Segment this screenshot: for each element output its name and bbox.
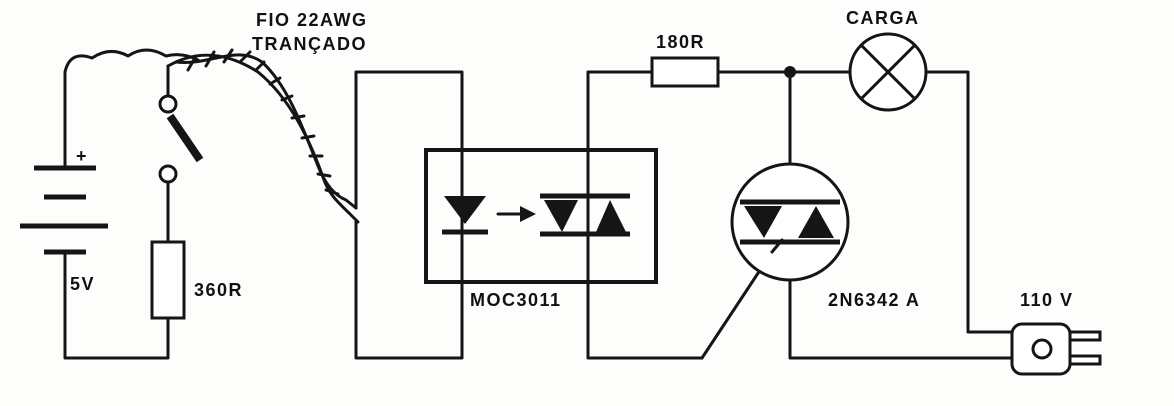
optocoupler-box <box>424 148 658 284</box>
lamp-icon <box>848 32 928 112</box>
battery-plus-label: + <box>76 146 88 166</box>
battery <box>20 165 108 255</box>
twisted-pair-wire <box>166 48 360 224</box>
junction-dot <box>784 66 796 78</box>
triac-icon <box>730 162 850 282</box>
opto-triac-icon <box>540 193 630 237</box>
resistor-180r <box>650 56 720 88</box>
battery-voltage-label: 5V <box>70 274 95 294</box>
resistor-360r-label: 360R <box>194 280 243 300</box>
led-icon <box>442 196 488 235</box>
plug-icon <box>1010 322 1102 376</box>
wire-label-line2: TRANÇADO <box>252 34 367 54</box>
mains-label: 110 V <box>1020 290 1074 310</box>
load-label: CARGA <box>846 8 920 28</box>
resistor-180r-label: 180R <box>656 32 705 52</box>
arrow-icon <box>496 206 536 222</box>
input-loop-wire <box>354 70 464 360</box>
switch <box>158 94 204 184</box>
resistor-360r <box>150 240 186 320</box>
wire-label-line1: FIO 22AWG <box>256 10 368 30</box>
triac-label: 2N6342 A <box>828 290 920 310</box>
optocoupler-label: MOC3011 <box>470 290 562 310</box>
